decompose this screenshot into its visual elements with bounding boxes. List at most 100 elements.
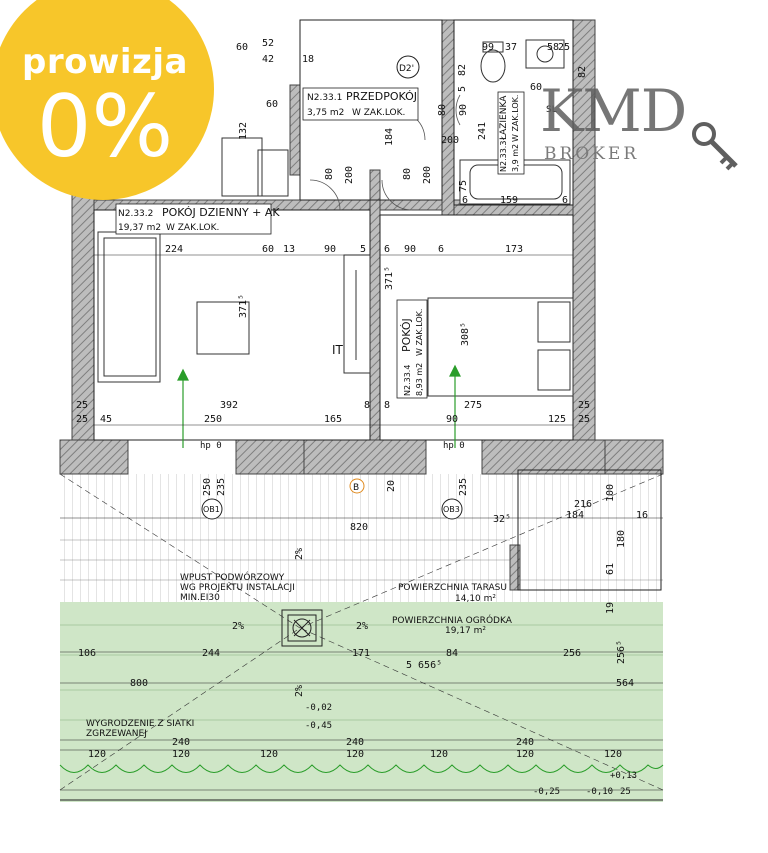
terrace-area-label: POWIERZCHNIA TARASU: [398, 583, 507, 593]
dim: 5: [360, 244, 366, 255]
dim: 216: [574, 499, 592, 510]
bedroom-area: 8,93 m2: [415, 363, 424, 396]
dim: 200: [422, 166, 433, 184]
dim: 45: [100, 414, 112, 425]
hall-name: PRZEDPOKÓJ: [346, 90, 417, 103]
dim: 235: [458, 478, 469, 496]
dim: 120: [260, 749, 278, 760]
hall-area: 3,75 m2: [307, 108, 344, 118]
fence-note-1: WYGRODZENIE Z SIATKI: [86, 719, 194, 729]
dim: 250: [204, 414, 222, 425]
dim: 37: [505, 42, 517, 53]
dim: 159: [500, 195, 518, 206]
living-code: N2.33.2: [118, 209, 153, 219]
dim: 52: [262, 38, 274, 49]
fence-note-2: ZGRZEWANEJ: [86, 729, 147, 739]
drain-note-3: MIN.EI30: [180, 593, 220, 603]
dim: 5 656⁵: [406, 660, 442, 671]
ob1-tag: OB1: [203, 505, 220, 514]
dim: 235: [216, 478, 227, 496]
terrace-area-value: 14,10 m²: [455, 594, 496, 604]
dim: 308⁵: [460, 322, 471, 346]
dim: 6: [438, 244, 444, 255]
dim: 820: [350, 522, 368, 533]
dim: 60: [266, 99, 278, 110]
dim: -0,25: [533, 787, 560, 797]
bath-floor: W ZAK.LOK.: [511, 95, 520, 142]
dimension-lines: [60, 254, 663, 751]
dim: 2%: [356, 621, 368, 632]
b-tag: B: [353, 483, 359, 493]
dim: 241: [477, 122, 488, 140]
dim: 120: [516, 749, 534, 760]
dim: 180: [616, 530, 627, 548]
dim: 106: [78, 648, 96, 659]
d2-marker: [396, 55, 420, 79]
living-area: 19,37 m2: [118, 223, 161, 233]
d2-tag: D2': [399, 64, 414, 74]
bedroom-code: N2.33.4: [403, 365, 412, 396]
ob1-marker: [201, 498, 223, 520]
dim: 60: [262, 244, 274, 255]
dim: 6: [384, 244, 390, 255]
dim: 165: [324, 414, 342, 425]
dim: 125: [548, 414, 566, 425]
dim: 60: [530, 82, 542, 93]
dim: 13: [283, 244, 295, 255]
dim: 61: [605, 563, 616, 575]
fence: [59, 764, 664, 773]
bath-code: N2.33.3: [499, 141, 508, 172]
dim: 99: [482, 42, 494, 53]
dim: 60: [236, 42, 248, 53]
garden-area-value: 19,17 m²: [445, 626, 486, 636]
dim: 256: [563, 648, 581, 659]
key-icon: [692, 122, 738, 171]
dim: 173: [505, 244, 523, 255]
drain-grate: [281, 609, 323, 647]
dim: 171: [352, 648, 370, 659]
dim: 244: [202, 648, 220, 659]
walls: [59, 19, 664, 591]
b-marker: [349, 478, 365, 494]
it-tag: IT: [332, 343, 344, 357]
dim: -0,45: [305, 721, 332, 731]
dim: 240: [346, 737, 364, 748]
room-tag-boxes: [115, 87, 525, 399]
dim: 392: [220, 400, 238, 411]
dim: 90: [324, 244, 336, 255]
dim: 8: [384, 400, 390, 411]
dim: -0,10: [586, 787, 613, 797]
dim: 120: [172, 749, 190, 760]
dim: 184: [566, 510, 584, 521]
dim: 371⁵: [238, 294, 249, 318]
drain-note-2: WG PROJEKTU INSTALACJI: [180, 583, 295, 593]
dim: 240: [172, 737, 190, 748]
terrace: [60, 474, 663, 602]
dim: 120: [604, 749, 622, 760]
deck-stripes: [60, 539, 663, 581]
dim: 8: [364, 400, 370, 411]
dim: 25: [578, 400, 590, 411]
dim: 2%: [232, 621, 244, 632]
dim: 250: [202, 478, 213, 496]
kmd-logo: KMD BROKER: [540, 80, 750, 170]
garden: [60, 602, 663, 802]
hall-floor: W ZAK.LOK.: [352, 108, 405, 118]
dim: 256⁵: [616, 640, 627, 664]
dim: 6: [562, 195, 568, 206]
living-floor: W ZAK.LOK.: [166, 223, 219, 233]
dim: 75: [458, 180, 469, 192]
dim: 32⁵: [493, 514, 511, 525]
dim: 132: [238, 122, 249, 140]
dim: 2%: [294, 685, 305, 697]
logo-sub-text: BROKER: [544, 144, 640, 164]
dim: 6: [462, 195, 468, 206]
bedroom-name: POKÓJ: [400, 318, 413, 352]
dim: 18: [302, 54, 314, 65]
dim: 240: [516, 737, 534, 748]
bedroom-floor: W ZAK.LOK.: [415, 309, 424, 356]
dim: 200: [441, 135, 459, 146]
badge-circle: [0, 0, 214, 200]
